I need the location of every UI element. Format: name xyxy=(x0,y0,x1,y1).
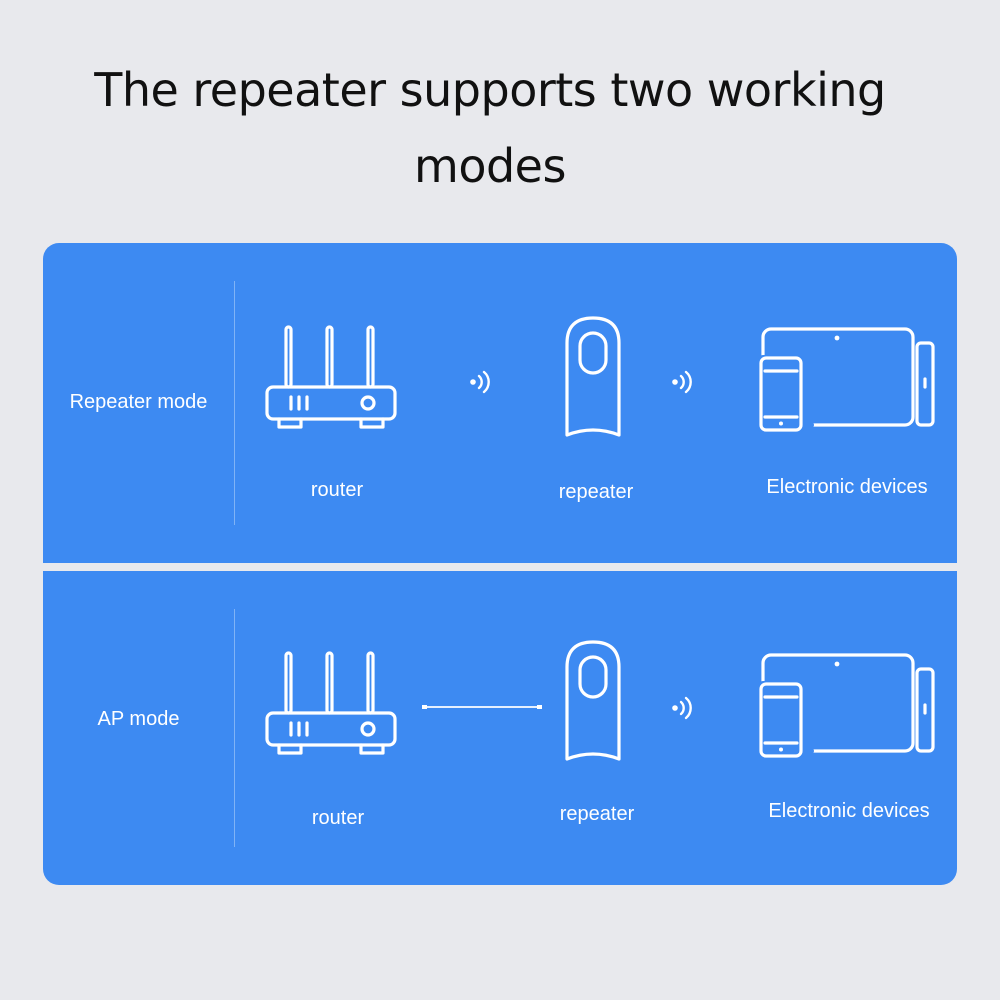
label-router: router xyxy=(311,807,365,829)
page-title: The repeater supports two working modes xyxy=(94,63,886,193)
label-repeater: repeater xyxy=(559,803,635,825)
router-icon xyxy=(265,651,397,755)
label-router: router xyxy=(310,479,364,501)
label-devices: Electronic devices xyxy=(766,476,928,498)
label-devices: Electronic devices xyxy=(768,800,930,822)
wifi-signal-icon xyxy=(672,370,692,394)
panel-divider xyxy=(234,281,235,525)
cable-line xyxy=(422,705,542,709)
wifi-signal-icon xyxy=(470,370,490,394)
mode-label-repeater: Repeater mode xyxy=(69,391,208,413)
repeater-mode-panel: Repeater mode router repeater xyxy=(43,243,957,563)
devices-icon xyxy=(758,653,935,759)
wifi-signal-icon xyxy=(672,696,692,720)
label-repeater: repeater xyxy=(558,481,634,503)
repeater-icon xyxy=(565,316,621,437)
panel-divider xyxy=(234,609,235,847)
router-icon xyxy=(265,325,397,429)
mode-label-ap: AP mode xyxy=(97,708,180,730)
repeater-icon xyxy=(565,640,621,761)
devices-icon xyxy=(758,327,935,433)
ap-mode-panel: AP mode router repeater xyxy=(43,571,957,885)
